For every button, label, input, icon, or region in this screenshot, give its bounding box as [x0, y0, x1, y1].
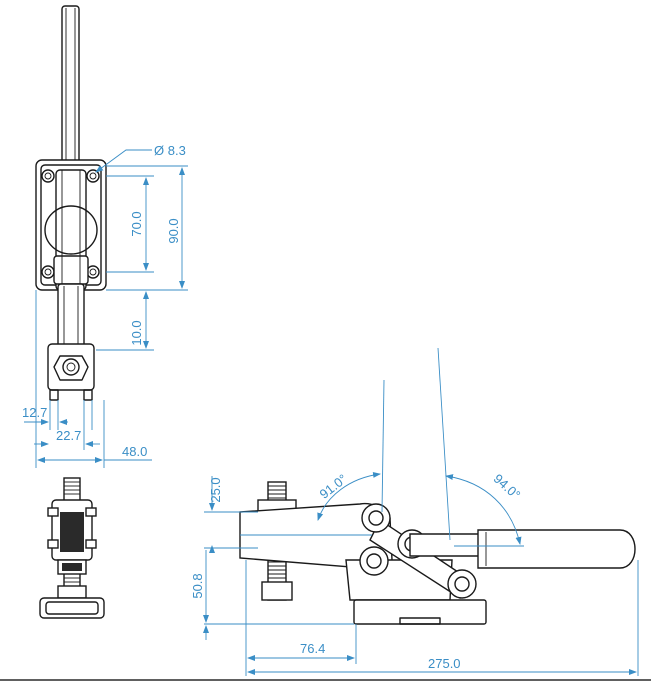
side-handle	[477, 529, 636, 569]
dim-hole-spacing: 70.0	[129, 211, 144, 236]
dim-base-height: 90.0	[166, 218, 181, 243]
handle-rod	[61, 5, 80, 167]
dim-open-angle-handle: 94.0°	[491, 471, 524, 503]
dim-foot-width: 12.7	[22, 405, 47, 420]
dim-total-length: 275.0	[428, 656, 461, 671]
dim-hole-dia: Ø 8.3	[154, 143, 186, 158]
side-view	[239, 481, 636, 625]
dimension-lines	[24, 149, 639, 676]
spindle-head	[47, 343, 95, 391]
top-view	[35, 5, 107, 401]
dim-offset: 10.0	[129, 320, 144, 345]
dim-total-width: 48.0	[122, 444, 147, 459]
side-base	[353, 599, 487, 625]
dim-spindle-reach: 76.4	[300, 641, 325, 656]
dim-base-height-side: 50.8	[190, 573, 205, 598]
dim-spindle-height: 25.0	[208, 477, 223, 502]
front-view	[39, 477, 105, 619]
mounting-holes	[41, 169, 100, 279]
dim-foot-spacing: 22.7	[56, 428, 81, 443]
dim-open-angle-arm: 91.0°	[317, 471, 350, 502]
clamp-arm	[57, 283, 85, 349]
